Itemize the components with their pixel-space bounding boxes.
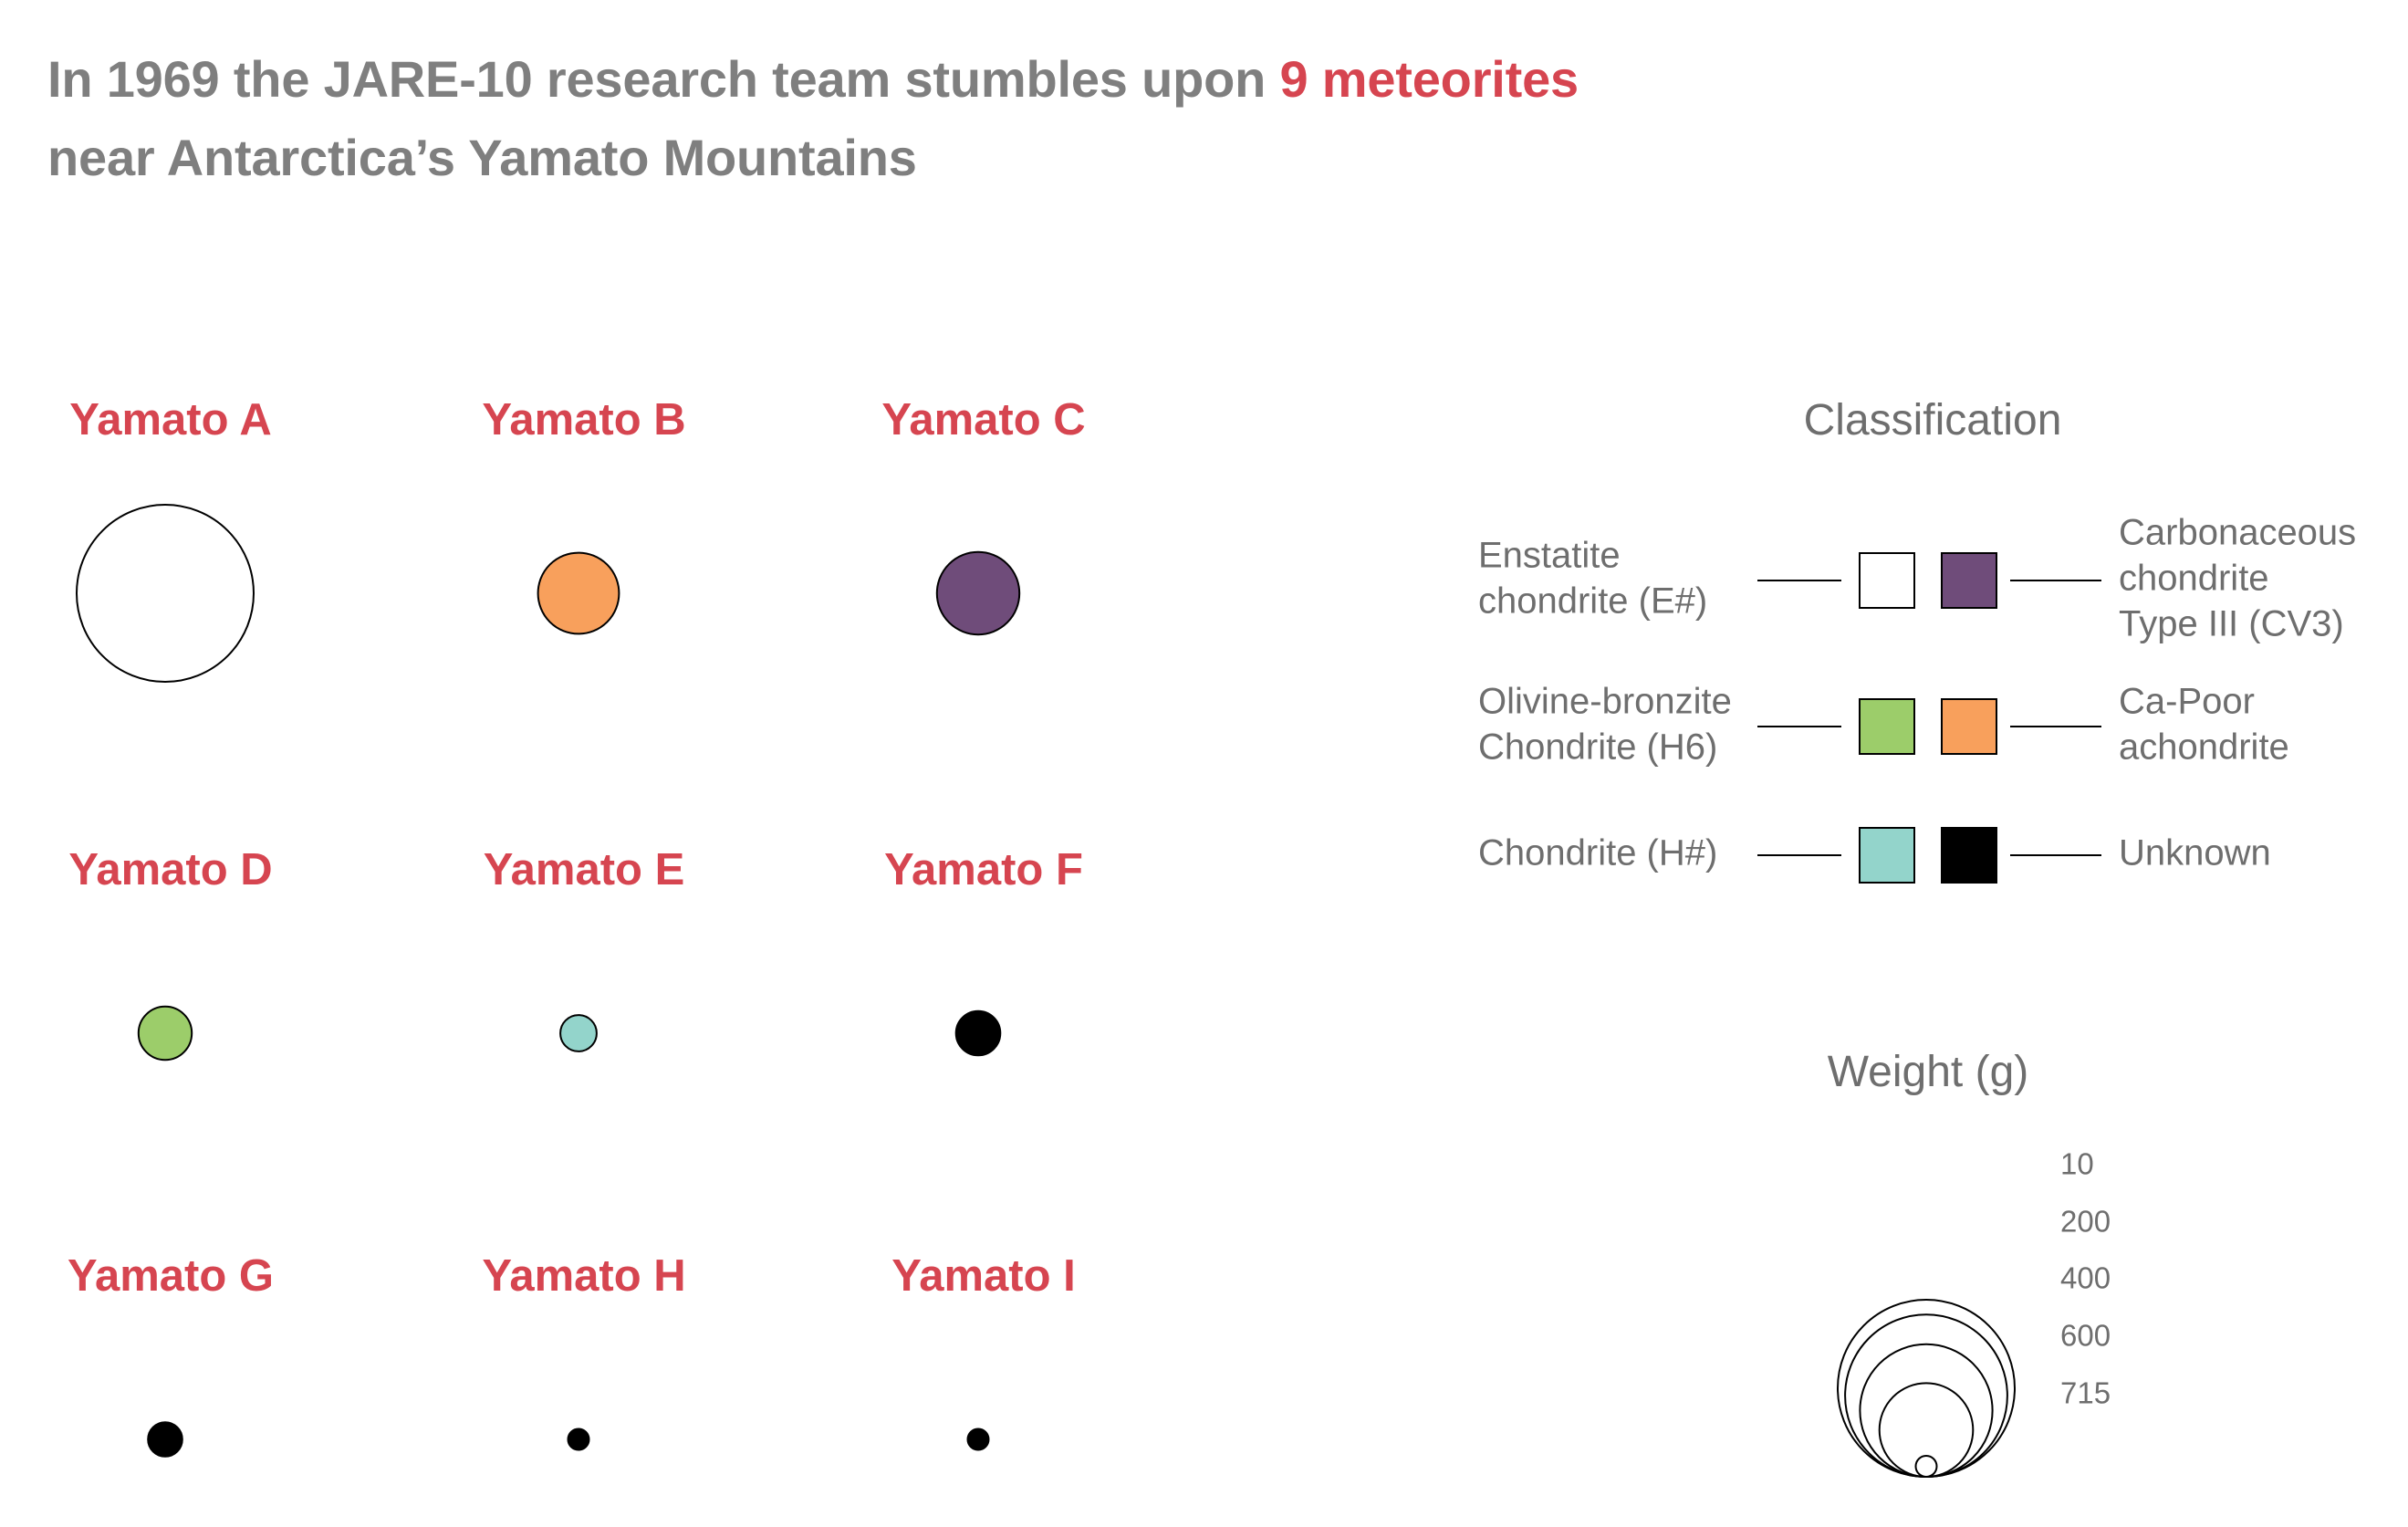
class-right-label-carbonaceous: Carbonaceous	[2119, 513, 2356, 553]
meteorite-circle-g	[147, 1421, 183, 1458]
meteorite-circle-c	[935, 550, 1021, 636]
meteorite-circle-a	[76, 504, 255, 683]
weight-label-200: 200	[2060, 1205, 2111, 1239]
meteorite-circle-i	[966, 1428, 990, 1451]
class-left-label-chondrite-h6: Chondrite (H6)	[1478, 727, 1717, 768]
class-swatch-enstatite-chondrite-e	[1859, 552, 1915, 609]
meteorite-circle-b	[537, 551, 620, 635]
weight-legend: Weight (g) 10 200 400 600 715	[1828, 1048, 2111, 1479]
class-right-label-ca-poor: Ca-Poor	[2119, 682, 2255, 722]
class-right-label-unknown: Unknown	[2119, 833, 2271, 873]
class-left-label-chondrite-h: Chondrite (H#)	[1478, 833, 1717, 873]
class-left-label-enstatite: Enstatite	[1478, 536, 1621, 576]
weight-label-400: 400	[2060, 1261, 2111, 1295]
headline-highlight: 9 meteorites	[1279, 50, 1579, 108]
meteorite-circle-d	[137, 1005, 193, 1062]
meteorite-circle-h	[567, 1428, 590, 1451]
weight-circle-10	[1914, 1455, 1938, 1478]
meteorite-circle-e	[559, 1014, 598, 1052]
headline-line-1: In 1969 the JARE-10 research team stumbl…	[47, 40, 1579, 119]
weight-label-10: 10	[2060, 1147, 2094, 1181]
class-left-label-olivine-bronzite: Olivine-bronzite	[1478, 682, 1732, 722]
meteorite-label-a: Yamato A	[69, 395, 271, 445]
headline-line-2: near Antarctica’s Yamato Mountains	[47, 129, 917, 186]
classification-title: Classification	[1804, 396, 2062, 445]
class-left-label-chondrite-e: chondrite (E#)	[1478, 581, 1707, 622]
headline-prefix: In 1969 the JARE-10 research team stumbl…	[47, 50, 1267, 108]
meteorite-label-f: Yamato F	[884, 845, 1083, 894]
weight-label-715: 715	[2060, 1376, 2111, 1410]
headline: In 1969 the JARE-10 research team stumbl…	[47, 40, 1579, 197]
meteorite-label-e: Yamato E	[484, 845, 685, 894]
class-swatch-unknown	[1941, 827, 1997, 884]
meteorite-label-i: Yamato I	[891, 1251, 1076, 1301]
class-right-label-type-iii-cv3: Type III (CV3)	[2119, 604, 2344, 644]
class-right-label-achondrite: achondrite	[2119, 727, 2289, 768]
meteorite-grid: Yamato A Yamato B Yamato C Yamato D Yamato E…	[68, 395, 1086, 1458]
class-swatch-carbonaceous-chondrite-type-iii-cv3	[1941, 552, 1997, 609]
meteorite-label-h: Yamato H	[482, 1251, 685, 1301]
meteorite-circle-f	[954, 1009, 1002, 1057]
weight-label-600: 600	[2060, 1319, 2111, 1353]
class-swatch-chondrite-h	[1859, 827, 1915, 884]
weight-title: Weight (g)	[1828, 1048, 2029, 1096]
class-swatch-olivine-bronzite-chondrite-h6	[1859, 698, 1915, 755]
class-right-label-chondrite: chondrite	[2119, 559, 2269, 599]
meteorite-label-b: Yamato B	[482, 395, 685, 445]
meteorite-label-d: Yamato D	[68, 845, 272, 894]
meteorite-label-c: Yamato C	[881, 395, 1085, 445]
class-swatch-ca-poor-achondrite	[1941, 698, 1997, 755]
meteorite-label-g: Yamato G	[68, 1251, 274, 1301]
